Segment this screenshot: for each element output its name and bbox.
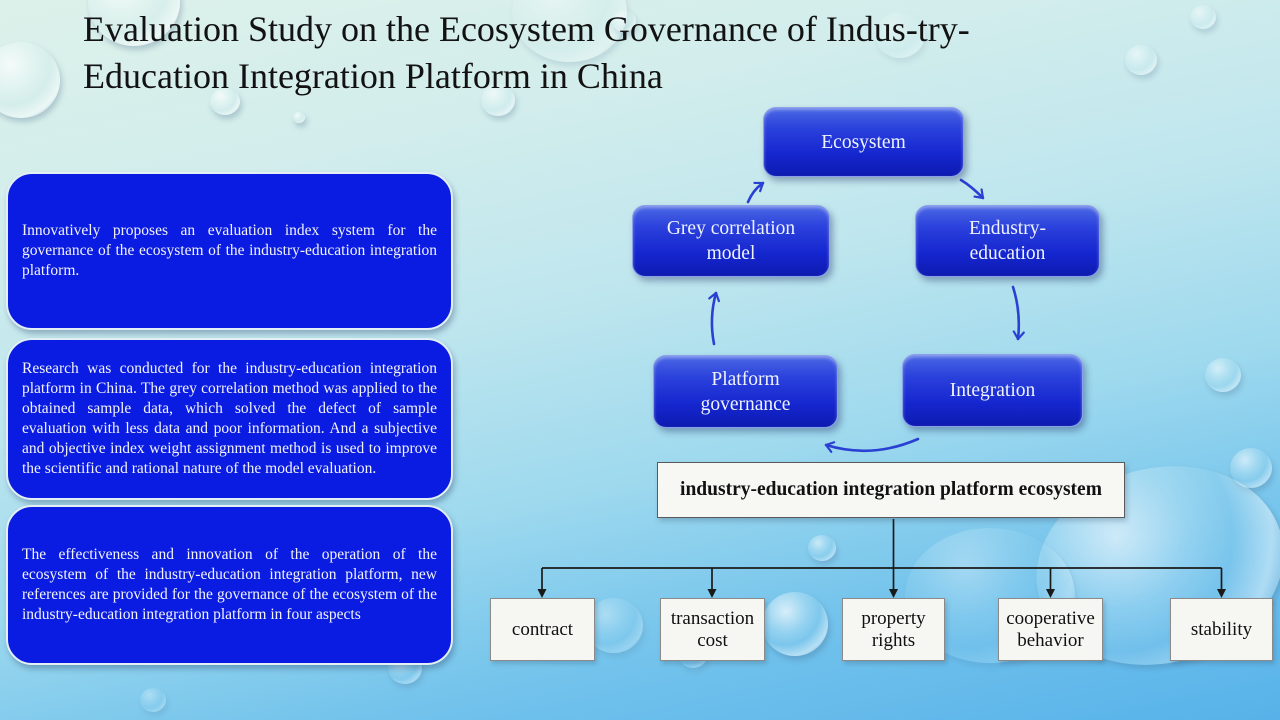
page-title-line2: Education Integration Platform in China	[83, 56, 663, 96]
summary-panel-text: The effectiveness and innovation of the …	[22, 546, 437, 623]
leaf-label: property rights	[861, 607, 926, 651]
water-droplet	[0, 42, 60, 118]
water-droplet	[762, 592, 828, 656]
node-platform-governance: Platform governance	[653, 355, 838, 428]
leaf-contract: contract	[490, 598, 595, 661]
page-title: Evaluation Study on the Ecosystem Govern…	[83, 6, 1203, 100]
page-title-line1: Evaluation Study on the Ecosystem Govern…	[83, 9, 970, 49]
node-ecosystem: Ecosystem	[763, 107, 964, 177]
node-label: Endustry-education	[969, 218, 1046, 264]
summary-panel-innovation: Innovatively proposes an evaluation inde…	[6, 172, 453, 330]
water-droplet	[875, 12, 925, 58]
node-label: Platform governance	[700, 368, 791, 415]
leaf-label: cooperative behavior	[1006, 607, 1095, 651]
arrow-endustry-to-integration	[1011, 285, 1025, 341]
water-droplet	[210, 88, 240, 115]
arrow-grey-to-ecosystem	[746, 181, 765, 204]
leaf-label: contract	[511, 618, 574, 640]
arrow-platform-to-grey	[708, 291, 721, 346]
leaf-property-rights: property rights	[842, 598, 945, 661]
leaf-stability: stability	[1170, 598, 1273, 661]
water-droplet	[1205, 358, 1241, 392]
water-droplet	[293, 112, 305, 123]
water-droplet	[481, 84, 515, 116]
node-label: Grey correlation model	[666, 218, 796, 264]
node-integration: Integration	[902, 354, 1083, 427]
leaf-label: stability	[1190, 618, 1253, 640]
water-droplet	[1125, 45, 1157, 75]
arrow-integration-to-platform	[824, 437, 920, 453]
water-droplet	[612, 10, 636, 32]
hub-label: industry-education integration platform …	[680, 479, 1102, 500]
node-label: Ecosystem	[821, 131, 906, 153]
water-droplet	[140, 688, 166, 712]
node-label: Integration	[949, 380, 1036, 401]
water-droplet	[808, 535, 836, 561]
hub-ecosystem-bar: industry-education integration platform …	[657, 462, 1125, 518]
summary-panel-research: Research was conducted for the industry-…	[6, 338, 453, 500]
arrow-ecosystem-to-endustry	[959, 178, 985, 200]
node-endustry-education: Endustry-education	[915, 205, 1100, 277]
summary-panel-effectiveness: The effectiveness and innovation of the …	[6, 505, 453, 665]
leaf-transaction-cost: transaction cost	[660, 598, 765, 661]
summary-panel-text: Innovatively proposes an evaluation inde…	[22, 222, 437, 279]
water-droplet	[1190, 5, 1216, 29]
node-grey-correlation-model: Grey correlation model	[632, 205, 830, 277]
leaf-cooperative-behavior: cooperative behavior	[998, 598, 1103, 661]
summary-panel-text: Research was conducted for the industry-…	[22, 360, 437, 477]
leaf-label: transaction cost	[670, 607, 755, 651]
